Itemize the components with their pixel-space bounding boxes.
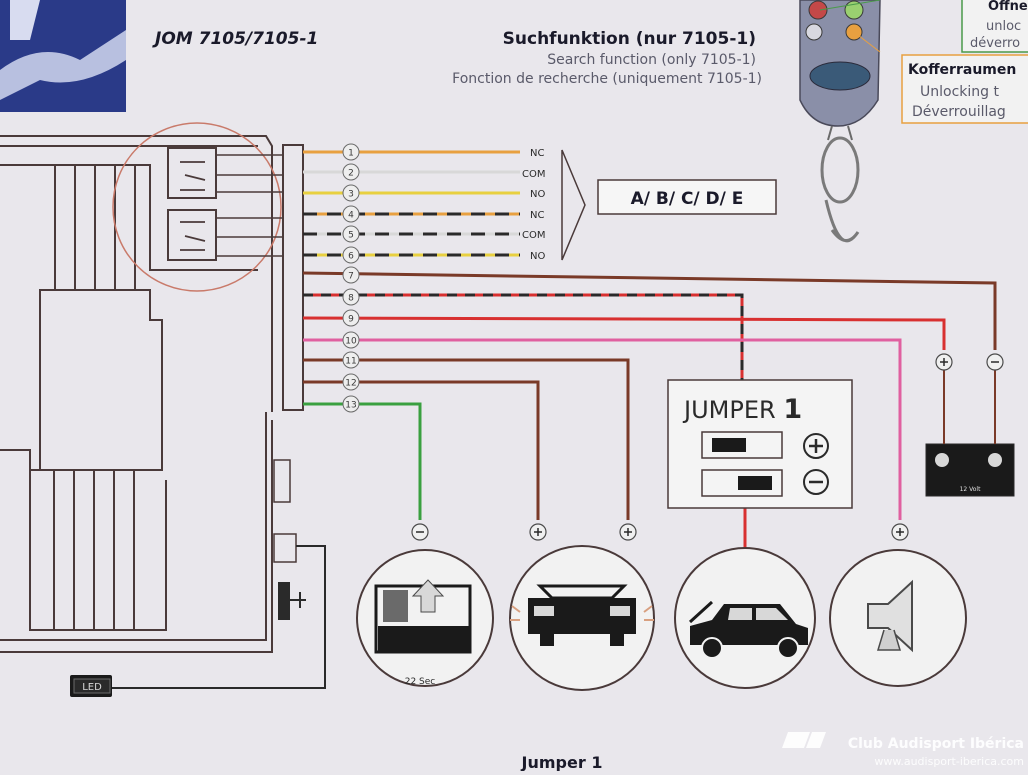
connector-pin-number: 9	[348, 315, 354, 325]
relay-labels: NC COM NO NC COM NO	[522, 148, 545, 262]
jumper-title: JUMPER	[682, 396, 776, 424]
sensor-connector	[273, 533, 297, 563]
plus-marker-icon	[891, 523, 909, 541]
svg-text:déverro: déverro	[970, 36, 1020, 51]
connector-pin: 11	[342, 351, 360, 369]
svg-text:Öffne: Öffne	[988, 0, 1028, 14]
relay-label: NO	[530, 251, 545, 262]
alarm-unit	[0, 135, 273, 653]
connector-pin-number: 7	[348, 272, 354, 282]
connector-pin-number: 1	[348, 149, 354, 159]
trunk-info-box: Kofferraumen Unlocking t Déverrouillag	[901, 54, 1028, 124]
polarity-markers	[411, 353, 1004, 541]
minus-icon	[803, 469, 829, 495]
jumper-box: JUMPER 1	[667, 379, 853, 509]
relay-label: COM	[522, 169, 545, 180]
connector-pin-number: 11	[345, 357, 356, 367]
battery-minus-terminal	[988, 453, 1002, 467]
wire-10	[303, 338, 902, 520]
connector-pin: 1	[342, 143, 360, 161]
wire-13	[303, 402, 422, 520]
connector-pin: 5	[342, 225, 360, 243]
relay-label: COM	[522, 230, 545, 241]
relay-label: NO	[530, 189, 545, 200]
plus-marker-icon	[619, 523, 637, 541]
remote-button-icon	[805, 23, 823, 41]
remote-keyfob	[799, 0, 881, 243]
connector-pin: 12	[342, 373, 360, 391]
device-door: 22 Sec	[356, 549, 494, 687]
connector-pin: 6	[342, 246, 360, 264]
device-lights	[509, 545, 655, 691]
wire-8	[303, 293, 744, 382]
led-label: LED	[82, 682, 102, 693]
wire-11	[303, 358, 630, 520]
connector-pin-number: 10	[345, 337, 357, 347]
minus-marker-icon	[986, 353, 1004, 371]
wire-7	[302, 271, 997, 350]
svg-text:Kofferraumen: Kofferraumen	[908, 62, 1016, 78]
watermark-name: Club Audisport Ibérica	[848, 736, 1024, 752]
watermark: Club Audisport Ibérica www.audisport-ibe…	[782, 732, 1024, 768]
device-hood	[674, 547, 816, 689]
button-switch-icon	[278, 582, 306, 620]
remote-button-icon	[808, 0, 828, 20]
led-indicator: LED	[70, 675, 112, 697]
door-timer-label: 22 Sec	[405, 677, 436, 687]
watermark-url: www.audisport-iberica.com	[874, 755, 1024, 768]
connector-pin: 7	[342, 266, 360, 284]
connector-pin: 10	[342, 331, 360, 349]
connector-pin: 8	[342, 288, 360, 306]
bottom-caption: Jumper 1	[521, 753, 603, 771]
wire-12	[303, 380, 540, 520]
club-logo-icon	[782, 732, 810, 748]
plus-marker-icon	[935, 353, 953, 371]
connector-pin-number: 13	[345, 401, 356, 411]
connector-pin: 9	[342, 309, 360, 327]
svg-text:Unlocking t: Unlocking t	[920, 84, 999, 100]
siren-icon	[867, 579, 913, 653]
search-label-de: Suchfunktion (nur 7105-1)	[503, 29, 756, 49]
connector-pin-number: 2	[348, 169, 354, 179]
relay-detail	[112, 122, 283, 292]
output-types-box	[597, 179, 777, 215]
connector-pin: 13	[342, 395, 360, 413]
jumper-number: 1	[783, 394, 802, 425]
connector-pin: 2	[342, 163, 360, 181]
battery-plus-terminal	[935, 453, 949, 467]
svg-text:unloc: unloc	[986, 19, 1021, 34]
minus-marker-icon	[411, 523, 429, 541]
relay-label: NC	[530, 148, 544, 159]
connector-pin-number: 4	[348, 211, 354, 221]
jom-logo	[0, 0, 126, 112]
connector-pin: 4	[342, 205, 360, 223]
battery: 12 Volt	[925, 443, 1015, 497]
search-label-en: Search function (only 7105-1)	[547, 52, 756, 68]
relay-label: NC	[530, 210, 544, 221]
plus-marker-icon	[529, 523, 547, 541]
model-title: JOM 7105/7105-1	[152, 29, 318, 49]
search-label-fr: Fonction de recherche (uniquement 7105-1…	[452, 71, 762, 87]
connector-block	[282, 144, 304, 411]
svg-text:Déverrouillag: Déverrouillag	[912, 104, 1006, 120]
relay-output-wires	[303, 150, 520, 257]
connector-pin-number: 6	[348, 252, 354, 262]
device-siren	[829, 549, 967, 687]
plus-icon	[803, 433, 829, 459]
wire-9	[302, 316, 946, 350]
output-arrow-icon	[561, 149, 586, 261]
fuse-component	[273, 459, 291, 503]
battery-label: 12 Volt	[960, 486, 982, 493]
connector-pin: 3	[342, 184, 360, 202]
unlock-info-box: Öffne unloc déverro	[961, 0, 1028, 53]
connector-pin-number: 3	[348, 190, 354, 200]
svg-text:JUMPER 1: JUMPER 1	[682, 394, 802, 425]
connector-pin-number: 12	[345, 379, 356, 389]
connector-pin-number: 8	[348, 294, 354, 304]
output-types-label: A/ B/ C/ D/ E	[631, 189, 744, 209]
connector-pin-number: 5	[348, 231, 354, 241]
